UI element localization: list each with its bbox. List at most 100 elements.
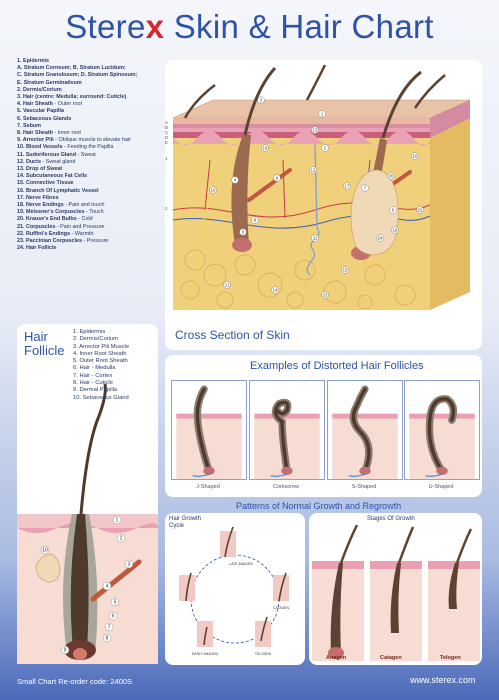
chart-title-text: Skin & Hair Chart — [164, 8, 434, 45]
cross-section-label: Cross Section of Skin — [175, 328, 290, 342]
follicle-part-item: 4. Inner Root Sheath — [73, 350, 127, 357]
cross-section-marker-number: 21 — [225, 283, 230, 288]
legend-item: 18. Nerve Endings - Pain and touch — [17, 202, 105, 209]
legend-item: 4. Hair Sheath - Outer root — [17, 101, 83, 108]
layer-label-a: A — [165, 120, 168, 125]
layer-label-b: B — [165, 125, 168, 130]
cross-section-marker-number: 10 — [211, 188, 216, 193]
legend-item: 17. Nerve Fibres — [17, 194, 59, 201]
cross-section-marker-number: 4 — [234, 178, 237, 183]
cross-section-marker-dot — [261, 144, 269, 152]
follicle-marker-dot — [104, 622, 114, 632]
phase-late-anagen: LATE ANAGEN — [229, 562, 253, 566]
skin-cross-section-illustration: A B C D E 1 2 12345678910111213141516171… — [165, 64, 471, 311]
follicle-part-item: 10. Sebaceous Gland — [73, 394, 129, 401]
follicle-marker-dot — [112, 515, 122, 525]
cross-section-marker-number: 19 — [263, 146, 268, 151]
cross-section-marker-number: 15 — [343, 268, 348, 273]
follicle-part-item: 3. Arrector Pili Muscle — [73, 343, 130, 350]
cross-section-marker-number: 22 — [418, 208, 423, 213]
growth-cycle-diagram: LATE ANAGEN CATAGEN TELOGEN EARLY ANAGEN — [179, 526, 289, 656]
cross-section-marker-number: 24 — [378, 236, 383, 241]
distorted-follicle-caption: S-Shaped — [351, 484, 377, 490]
cross-section-marker-dot — [387, 172, 395, 180]
reorder-code: Small Chart Re-order code: 2400S — [17, 677, 133, 686]
distorted-follicles-title: Examples of Distorted Hair Follicles — [250, 360, 424, 372]
legend-item: 13. Drop of Sweat — [17, 166, 63, 173]
cross-section-marker-dot — [341, 266, 349, 274]
cross-section-marker-dot — [416, 206, 424, 214]
follicle-marker-dot — [102, 581, 112, 591]
distorted-follicle-image — [249, 380, 325, 480]
cross-section-marker-dot — [311, 126, 319, 134]
legend-item: E. Stratum Germinativum — [17, 79, 82, 86]
legend-item: 12. Ducts - Sweat gland — [17, 158, 76, 165]
legend-item: 22. Ruffini's Endings - Warmth — [17, 230, 94, 237]
cross-section-marker-dot — [411, 152, 419, 160]
distorted-follicle-image — [404, 380, 480, 480]
follicle-marker-number: 9 — [64, 648, 67, 654]
follicle-marker-dot — [110, 597, 120, 607]
stage-label-anagen: Anagen — [326, 655, 347, 661]
phase-early-anagen: EARLY ANAGEN — [192, 652, 218, 656]
legend-item: 2. Dermis/Corium — [17, 86, 62, 93]
cross-section-marker-number: 2 — [324, 146, 327, 151]
cross-section-marker-number: 7 — [364, 186, 367, 191]
legend-item: 8. Hair Sheath - Inner root — [17, 130, 81, 137]
legend-item: 5. Vascular Papilla — [17, 108, 65, 115]
growth-stages-panel — [309, 513, 482, 665]
cross-section-marker-number: 13 — [313, 128, 318, 133]
growth-cycle-title-line2: Cycle — [169, 523, 185, 529]
cross-section-marker-number: 11 — [313, 236, 318, 241]
legend-item: 23. Paccinian Corpuscles - Pressure — [17, 238, 109, 245]
cross-section-marker-dot — [389, 206, 397, 214]
legend-item: 15. Connective Tissue — [17, 180, 74, 187]
follicle-part-item: 1. Epidermis — [73, 329, 106, 335]
legend-item: 7. Sebum — [17, 122, 41, 129]
cross-section-marker-dot — [231, 176, 239, 184]
cross-section-marker-number: 20 — [389, 174, 394, 179]
layer-label-2: 2 — [165, 206, 168, 211]
cross-section-marker-dot — [311, 234, 319, 242]
cross-section-marker-number: 18 — [413, 154, 418, 159]
cross-section-marker-dot — [376, 234, 384, 242]
cross-section-marker-dot — [271, 286, 279, 294]
cross-section-marker-dot — [343, 182, 351, 190]
patterns-title: Patterns of Normal Growth and Regrowth — [236, 501, 402, 511]
follicle-title: Hair Follicle — [24, 330, 64, 358]
layer-label-1: 1 — [165, 156, 168, 161]
cross-section-marker-dot — [273, 174, 281, 182]
cross-section-marker-dot — [321, 144, 329, 152]
follicle-marker-number: 4 — [106, 584, 109, 590]
legend-item: 16. Branch Of Lymphatic Vessel — [17, 187, 99, 194]
legend-item: 11. Sudoriferous Gland - Sweat — [17, 151, 96, 158]
cross-section-marker-dot — [318, 110, 326, 118]
distorted-follicle-caption: Corkscrew — [273, 484, 299, 490]
growth-cycle-panel: LATE ANAGEN CATAGEN TELOGEN EARLY ANAGEN — [165, 513, 305, 665]
follicle-part-item: 2. Dermis/Corium — [73, 336, 119, 343]
layer-label-c: C — [165, 130, 169, 135]
follicle-marker-number: 8 — [106, 636, 109, 642]
legend-item: C. Stratum Granulosum; D. Stratum Spinos… — [17, 72, 138, 79]
cross-section-marker-dot — [223, 281, 231, 289]
cross-section-marker-number: 12 — [311, 168, 316, 173]
layer-label-d: D — [165, 135, 169, 140]
follicle-marker-dot — [40, 545, 50, 555]
cross-section-marker-number: 3 — [260, 98, 263, 103]
cross-section-marker-number: 8 — [254, 218, 257, 223]
follicle-part-item: 6. Hair - Medulla — [73, 365, 116, 372]
follicle-marker-number: 2 — [120, 536, 123, 542]
cross-section-marker-number: 23 — [323, 293, 328, 298]
distorted-follicle-image — [327, 380, 403, 480]
website-link[interactable]: www.sterex.com — [410, 675, 476, 685]
distorted-follicle-image — [171, 380, 247, 480]
stage-label-telogen: Telogen — [440, 655, 461, 661]
legend-item: 14. Subcutaneous Fat Cells — [17, 173, 88, 180]
phase-telogen: TELOGEN — [255, 652, 272, 656]
cross-section-marker-dot — [257, 96, 265, 104]
cross-section-marker-dot — [391, 226, 399, 234]
